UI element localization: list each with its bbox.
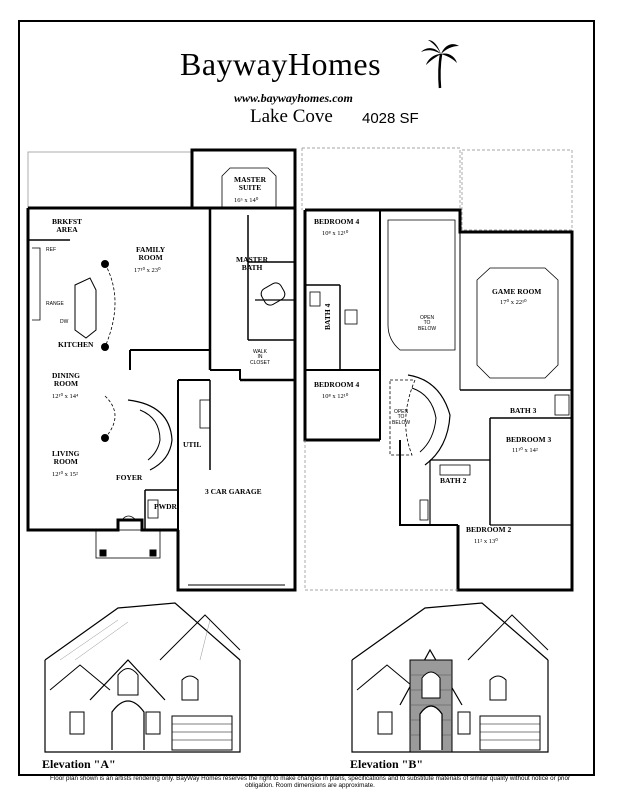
family-room-dim: 17¹⁰ x 23⁰ — [134, 267, 161, 274]
living-room-dim: 12¹⁰ x 15² — [52, 471, 79, 478]
bedroom-2-label: BEDROOM 2 — [466, 525, 512, 534]
bath-4-label: BATH 4 — [323, 303, 332, 330]
ref-label: REF — [46, 247, 56, 253]
bedroom-4-lower-label: BEDROOM 4 — [314, 380, 360, 389]
dining-room-dim: 12¹⁰ x 14⁴ — [52, 393, 79, 400]
disclaimer-text: Floor plan shown is an artists rendering… — [49, 775, 571, 789]
bedroom-2-dim: 11² x 13⁰ — [474, 538, 498, 545]
palm-tree-icon — [421, 40, 459, 89]
game-room-label: GAME ROOM — [492, 287, 542, 296]
page-border — [18, 20, 595, 776]
elevation-b-drawing — [351, 602, 549, 753]
plan-sqft: 4028 SF — [362, 110, 419, 127]
elevation-b-caption: Elevation "B" — [350, 757, 423, 771]
bedroom-4-upper-label: BEDROOM 4 — [314, 217, 360, 226]
bath-3-label: BATH 3 — [510, 406, 537, 415]
plan-name: Lake Cove — [250, 106, 333, 127]
brand-logo-text: BaywayHomes — [180, 46, 382, 82]
bedroom-4-upper-dim: 10⁸ x 12¹⁰ — [322, 230, 349, 237]
bedroom-3-dim: 11¹⁰ x 14² — [512, 447, 538, 454]
game-room-dim: 17⁰ x 22¹⁰ — [500, 299, 527, 306]
garage-label: 3 CAR GARAGE — [205, 487, 262, 496]
master-suite-dim: 16⁶ x 14⁰ — [234, 197, 259, 204]
elevation-a-caption: Elevation "A" — [42, 757, 116, 771]
kitchen-label: KITCHEN — [58, 340, 94, 349]
pwdr-label: PWDR — [154, 502, 177, 511]
range-label: RANGE — [46, 301, 64, 307]
foyer-label: FOYER — [116, 473, 143, 482]
brand-url: www.baywayhomes.com — [234, 91, 353, 105]
bedroom-3-label: BEDROOM 3 — [506, 435, 552, 444]
dw-label: DW — [60, 319, 69, 325]
bath-2-label: BATH 2 — [440, 476, 467, 485]
first-floor-plan — [26, 148, 297, 592]
second-floor-plan — [301, 147, 574, 592]
elevation-a-drawing — [44, 602, 241, 753]
util-label: UTIL — [183, 440, 202, 449]
bedroom-4-lower-dim: 10⁸ x 12¹⁰ — [322, 393, 349, 400]
